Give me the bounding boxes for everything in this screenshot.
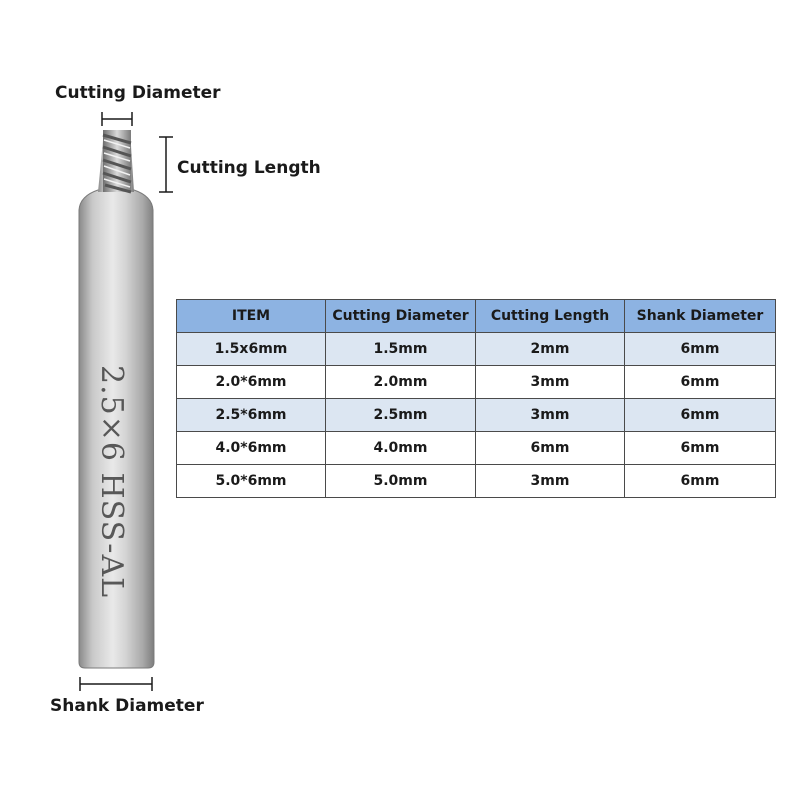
header-item: ITEM <box>176 299 326 333</box>
cell-item: 2.0*6mm <box>176 365 326 399</box>
cell-shank-diameter: 6mm <box>624 365 776 399</box>
table-row: 2.0*6mm 2.0mm 3mm 6mm <box>176 365 776 399</box>
cell-item: 2.5*6mm <box>176 398 326 432</box>
shank-diameter-dimension <box>79 677 153 691</box>
tool-marking-text: 2.5×6 HSS-AL <box>94 365 129 598</box>
cutting-diameter-dimension <box>101 112 133 126</box>
cell-shank-diameter: 6mm <box>624 332 776 366</box>
cutting-length-dimension <box>159 136 173 193</box>
table-header-row: ITEM Cutting Diameter Cutting Length Sha… <box>176 299 776 333</box>
cell-item: 4.0*6mm <box>176 431 326 465</box>
cell-item: 1.5x6mm <box>176 332 326 366</box>
cell-cutting-diameter: 2.0mm <box>325 365 476 399</box>
cell-shank-diameter: 6mm <box>624 431 776 465</box>
cell-item: 5.0*6mm <box>176 464 326 498</box>
tool-flutes <box>102 130 132 194</box>
cell-shank-diameter: 6mm <box>624 464 776 498</box>
cell-cutting-length: 6mm <box>475 431 625 465</box>
table-row: 1.5x6mm 1.5mm 2mm 6mm <box>176 332 776 366</box>
cell-cutting-length: 3mm <box>475 365 625 399</box>
spec-table: ITEM Cutting Diameter Cutting Length Sha… <box>176 299 776 498</box>
header-cutting-length: Cutting Length <box>475 299 625 333</box>
header-shank-diameter: Shank Diameter <box>624 299 776 333</box>
cell-cutting-length: 2mm <box>475 332 625 366</box>
cell-cutting-length: 3mm <box>475 398 625 432</box>
cutting-diameter-label: Cutting Diameter <box>55 83 221 103</box>
cell-cutting-diameter: 1.5mm <box>325 332 476 366</box>
cell-cutting-length: 3mm <box>475 464 625 498</box>
cell-shank-diameter: 6mm <box>624 398 776 432</box>
shank-diameter-label: Shank Diameter <box>50 696 204 716</box>
table-row: 4.0*6mm 4.0mm 6mm 6mm <box>176 431 776 465</box>
table-row: 2.5*6mm 2.5mm 3mm 6mm <box>176 398 776 432</box>
cell-cutting-diameter: 5.0mm <box>325 464 476 498</box>
cell-cutting-diameter: 2.5mm <box>325 398 476 432</box>
table-row: 5.0*6mm 5.0mm 3mm 6mm <box>176 464 776 498</box>
tool-shank <box>78 189 155 669</box>
cell-cutting-diameter: 4.0mm <box>325 431 476 465</box>
cutting-length-label: Cutting Length <box>177 158 321 178</box>
header-cutting-diameter: Cutting Diameter <box>325 299 476 333</box>
